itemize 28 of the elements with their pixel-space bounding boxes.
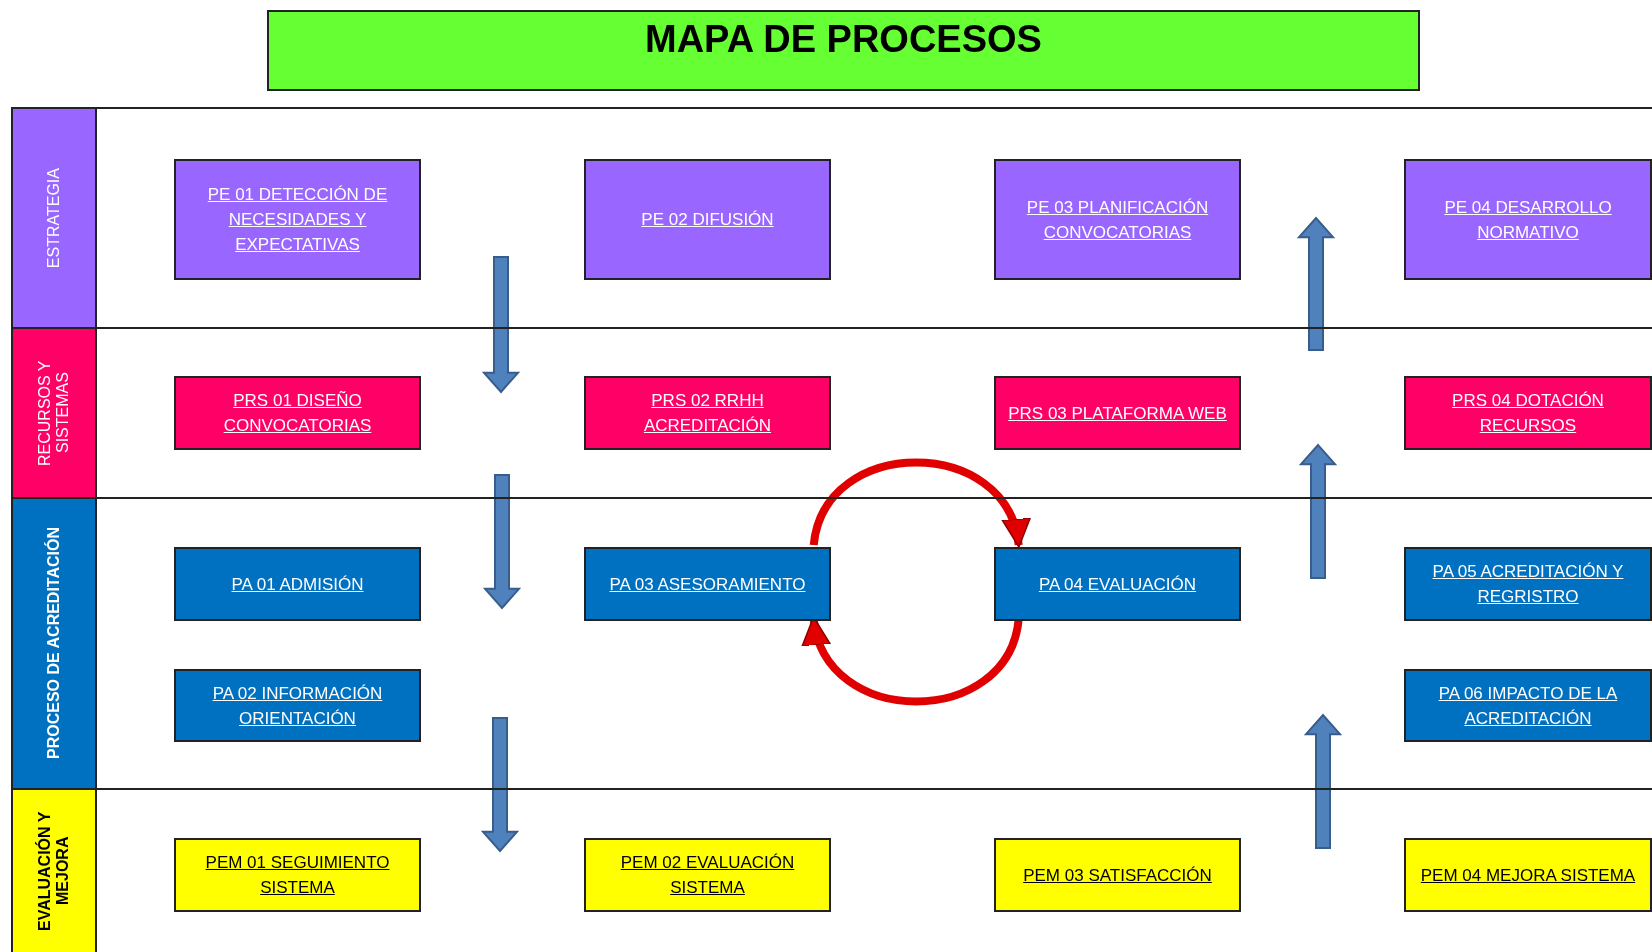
process-box: PA 02 INFORMACIÓN ORIENTACIÓN xyxy=(174,669,421,742)
process-box: PRS 01 DISEÑO CONVOCATORIAS xyxy=(174,376,421,450)
swimlane xyxy=(11,107,1652,327)
swimlane xyxy=(11,497,1652,788)
swimlane xyxy=(11,327,1652,497)
process-box: PRS 04 DOTACIÓN RECURSOS xyxy=(1404,376,1652,450)
process-box: PA 04 EVALUACIÓN xyxy=(994,547,1241,621)
lane-label: PROCESO DE ACREDITACIÓN xyxy=(11,499,97,788)
lane-label: EVALUACIÓN Y MEJORA xyxy=(11,790,97,952)
process-box: PE 01 DETECCIÓN DE NECESIDADES Y EXPECTATIVAS xyxy=(174,159,421,280)
process-box: PA 01 ADMISIÓN xyxy=(174,547,421,621)
process-box: PEM 01 SEGUIMIENTO SISTEMA xyxy=(174,838,421,912)
process-box: PA 06 IMPACTO DE LA ACREDITACIÓN xyxy=(1404,669,1652,742)
lane-label: ESTRATEGIA xyxy=(11,109,97,327)
swimlane xyxy=(11,788,1652,952)
process-box: PRS 03 PLATAFORMA WEB xyxy=(994,376,1241,450)
title: MAPA DE PROCESOS xyxy=(645,18,1042,61)
process-box: PRS 02 RRHH ACREDITACIÓN xyxy=(584,376,831,450)
process-box: PA 03 ASESORAMIENTO xyxy=(584,547,831,621)
curved-arrow xyxy=(809,458,1028,548)
process-box: PEM 02 EVALUACIÓN SISTEMA xyxy=(584,838,831,912)
lane-label: RECURSOS Y SISTEMAS xyxy=(11,329,97,497)
process-box: PEM 04 MEJORA SISTEMA xyxy=(1404,838,1652,912)
process-box: PE 02 DIFUSIÓN xyxy=(584,159,831,280)
process-box: PA 05 ACREDITACIÓN Y REGRISTRO xyxy=(1404,547,1652,621)
process-box: PE 04 DESARROLLO NORMATIVO xyxy=(1404,159,1652,280)
process-box: PE 03 PLANIFICACIÓN CONVOCATORIAS xyxy=(994,159,1241,280)
process-box: PEM 03 SATISFACCIÓN xyxy=(994,838,1241,912)
